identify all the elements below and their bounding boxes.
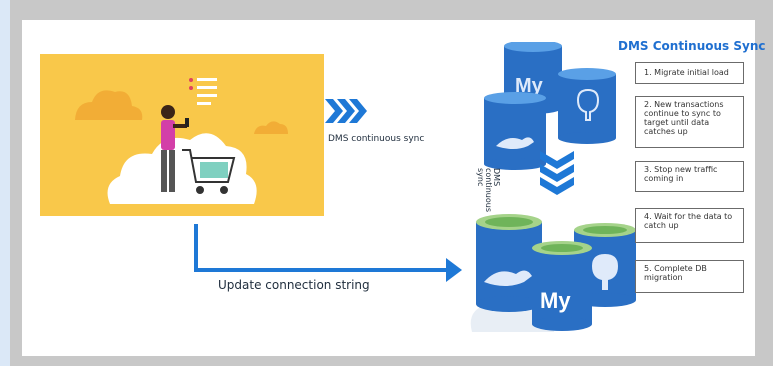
sync-chevrons-icon <box>325 99 367 123</box>
diagram-canvas: DMS continuous sync My DMS continuous <box>22 20 765 356</box>
target-db-mysql: My <box>532 241 592 331</box>
background-cloud-left <box>75 90 143 120</box>
list-icon <box>189 78 217 105</box>
chevron-sync-label: DMS continuous sync <box>328 134 425 144</box>
background-cloud-right <box>254 121 288 134</box>
down-chevrons-icon <box>540 151 574 195</box>
update-connection-label: Update connection string <box>218 278 370 292</box>
left-edge-strip <box>0 0 10 366</box>
white-cloud <box>107 133 257 204</box>
shopper-illustration <box>75 78 288 204</box>
step-box-2: 2. New transactions continue to sync to … <box>635 96 744 148</box>
target-db-mariadb <box>476 214 542 312</box>
source-database-cluster: My <box>484 42 616 170</box>
target-database-cluster: My <box>470 214 636 332</box>
step-box-5: 5. Complete DB migration <box>635 260 744 293</box>
svg-text:My: My <box>540 288 571 313</box>
step-box-3: 3. Stop new traffic coming in <box>635 161 744 192</box>
shopping-cart <box>182 149 236 194</box>
shopper-person <box>161 105 189 192</box>
step-box-4: 4. Wait for the data to catch up <box>635 208 744 243</box>
step-box-1: 1. Migrate initial load <box>635 62 744 84</box>
diagram-title: DMS Continuous Sync <box>618 39 766 53</box>
source-db-mariadb <box>484 92 546 170</box>
source-db-postgres <box>558 68 616 144</box>
shopper-scene <box>40 54 324 216</box>
svg-text:My: My <box>515 75 544 97</box>
update-connection-arrow <box>194 224 462 282</box>
